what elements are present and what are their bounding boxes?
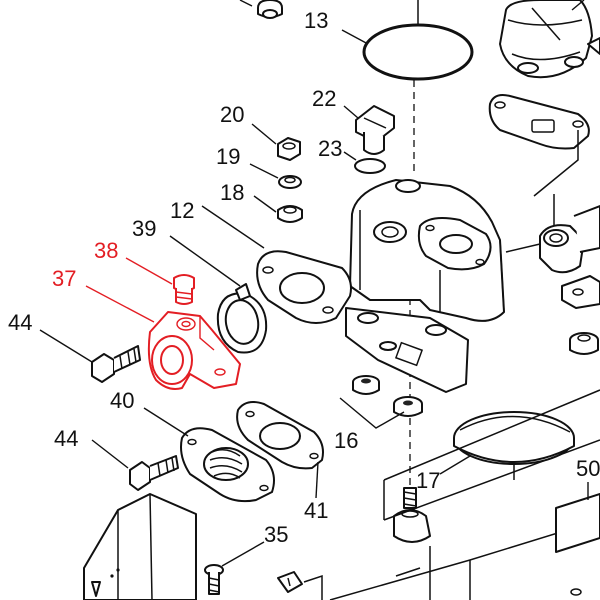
leader-41 bbox=[315, 461, 319, 499]
callout-50: 50 bbox=[576, 456, 600, 481]
callout-35: 35 bbox=[264, 522, 288, 547]
callout-20: 20 bbox=[220, 102, 244, 127]
right-elbow-fitting bbox=[539, 205, 600, 274]
callout-13: 13 bbox=[304, 8, 328, 33]
leader-38 bbox=[125, 257, 173, 285]
plug-22 bbox=[355, 105, 395, 155]
leader-22 bbox=[343, 105, 359, 119]
washer-16-a bbox=[352, 375, 380, 395]
plug-38-highlighted bbox=[173, 274, 195, 305]
label-plate-50 bbox=[555, 493, 600, 553]
callout-19: 19 bbox=[216, 144, 240, 169]
support-bracket bbox=[83, 493, 197, 600]
callout-40: 40 bbox=[110, 388, 134, 413]
flange-40 bbox=[180, 427, 275, 503]
callout-16: 16 bbox=[334, 428, 358, 453]
leader-13 bbox=[341, 29, 369, 45]
leader-19 bbox=[249, 163, 279, 179]
callout-37: 37 bbox=[52, 266, 76, 291]
leader-18 bbox=[253, 195, 277, 213]
spacer-18 bbox=[277, 205, 303, 223]
gasket-top-right bbox=[488, 94, 590, 150]
callout-12: 12 bbox=[170, 198, 194, 223]
callout-39: 39 bbox=[132, 216, 156, 241]
leader-39 bbox=[169, 235, 241, 287]
washer-19 bbox=[278, 175, 302, 189]
manifold-housing bbox=[349, 179, 505, 322]
leader-20 bbox=[251, 123, 277, 145]
manifold-flange bbox=[256, 250, 352, 324]
callout-38: 38 bbox=[94, 238, 118, 263]
leader-40 bbox=[143, 407, 189, 437]
leader-16 bbox=[339, 397, 405, 429]
screw-35 bbox=[204, 564, 224, 595]
leader-37 bbox=[85, 285, 155, 323]
clip-bottom bbox=[277, 571, 303, 593]
callout-17: 17 bbox=[416, 468, 440, 493]
leader-44-upper bbox=[39, 329, 93, 363]
leader-23 bbox=[343, 151, 357, 161]
fitting-37-highlighted bbox=[147, 311, 241, 390]
callout-23: 23 bbox=[318, 136, 342, 161]
leader-35 bbox=[221, 541, 265, 567]
bolt-44-lower bbox=[129, 455, 179, 491]
callout-18: 18 bbox=[220, 180, 244, 205]
leader-44-lower bbox=[91, 439, 129, 469]
gasket-41 bbox=[236, 401, 324, 470]
thermostat-housing bbox=[499, 0, 600, 79]
nut-20 bbox=[277, 137, 301, 161]
leader-12 bbox=[201, 205, 265, 249]
leader-17 bbox=[439, 455, 471, 475]
gasket-ring-39 bbox=[216, 283, 268, 354]
callout-44-upper: 44 bbox=[8, 310, 32, 335]
washer-right bbox=[569, 332, 599, 355]
callout-22: 22 bbox=[312, 86, 336, 111]
washer-16-b bbox=[393, 396, 423, 417]
callout-41: 41 bbox=[304, 498, 328, 523]
top-left-fragment bbox=[239, 0, 283, 19]
o-ring-13 bbox=[362, 23, 474, 81]
right-bracket bbox=[561, 275, 600, 309]
bracket-plate bbox=[345, 307, 469, 393]
cover-plate-17 bbox=[453, 411, 575, 465]
callout-44-lower: 44 bbox=[54, 426, 78, 451]
bolt-44-upper bbox=[91, 345, 141, 383]
o-ring-23 bbox=[354, 158, 386, 174]
